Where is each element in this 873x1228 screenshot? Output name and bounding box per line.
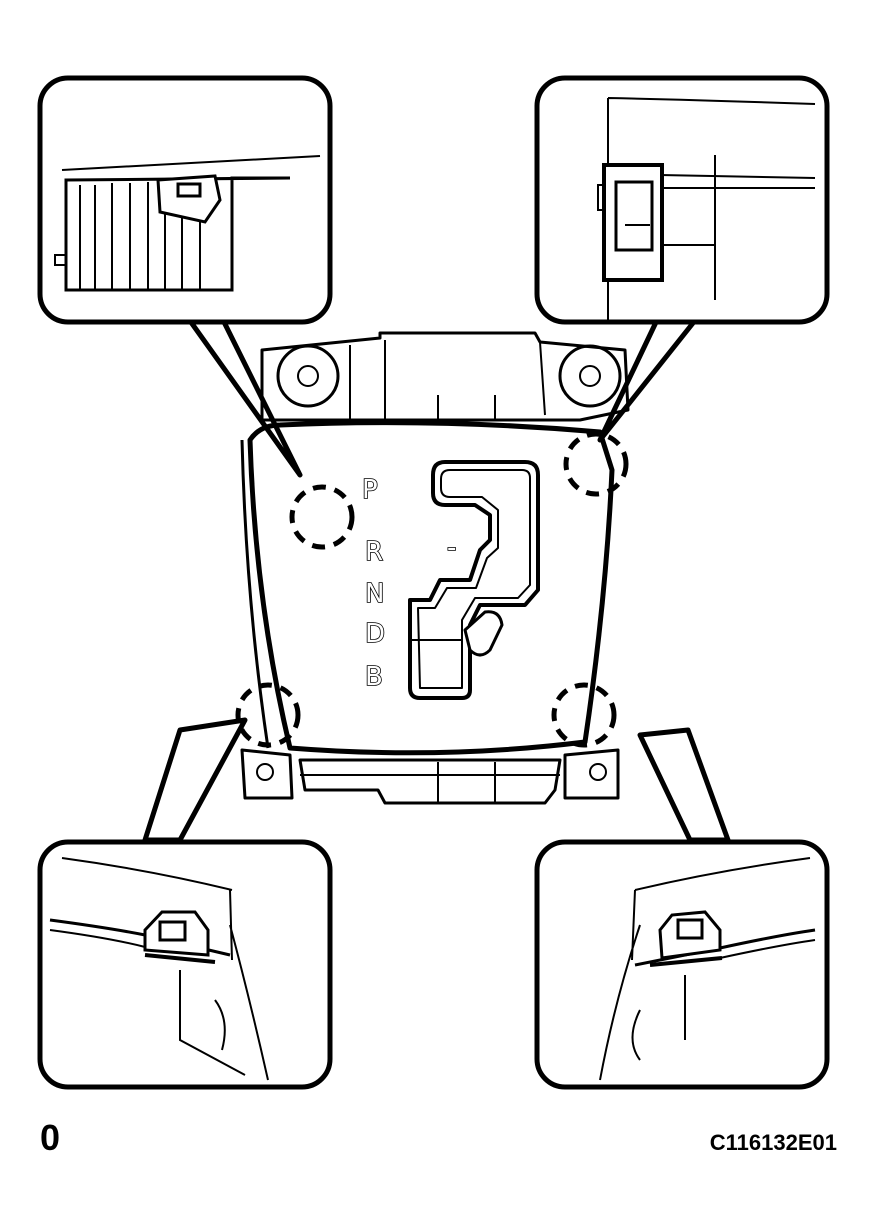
shift-panel [240,331,630,805]
clip-markers [235,431,629,748]
detail-box-bottom-right [534,839,830,1090]
shift-lever [463,610,504,657]
shift-gate-outer [408,460,540,700]
clip-marker-top-right [563,431,629,497]
gear-label-d: D [365,619,385,649]
mount-boss-left [276,344,340,408]
callout-leaders [142,315,731,843]
gear-indicator: P R N D B - [361,474,457,693]
clip-marker-top-left [289,484,355,550]
gear-label-n: N [365,579,384,609]
front-tab-left [240,748,294,800]
front-tab-right [563,748,620,800]
bezel-outline [247,420,615,756]
gear-label-b: B [365,662,383,692]
gear-label-p: P [362,475,378,505]
gear-label-r: R [365,537,383,567]
figure-code: C116132E01 [709,1130,837,1155]
front-housing [298,758,562,805]
corner-label: 0 [40,1117,61,1158]
clip-marker-bottom-left [235,682,301,748]
detail-box-top-left [37,75,333,325]
minus-mark: - [447,533,456,563]
detail-box-top-right [534,75,830,325]
leader-bottom-left [142,717,248,843]
shift-gate-inner [417,469,531,689]
leader-top-right [597,315,700,443]
leader-top-left [185,315,303,478]
clip-marker-bottom-right [551,682,617,748]
leader-bottom-right [637,727,731,843]
detail-box-bottom-left [37,839,333,1090]
mount-boss-right [558,344,622,408]
